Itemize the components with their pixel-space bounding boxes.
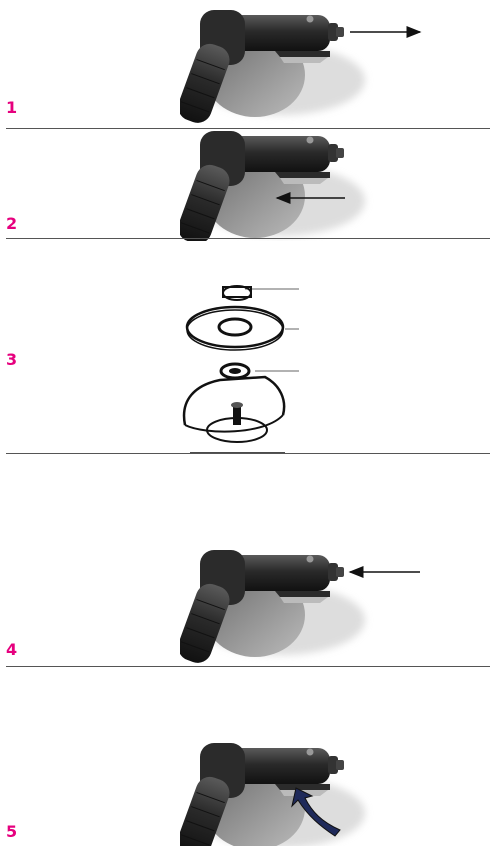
divider-3: [6, 453, 490, 454]
divider-4: [6, 666, 490, 667]
step-number-5: 5: [6, 822, 17, 841]
divider-2: [6, 238, 490, 239]
step-number-1: 1: [6, 98, 17, 117]
step-number-3: 3: [6, 350, 17, 369]
grinder-illustration-5: [180, 738, 430, 846]
step-number-4: 4: [6, 640, 17, 659]
grinder-illustration-2: [180, 126, 430, 241]
grinder-illustration-1: [180, 5, 430, 125]
grinder-illustration-4: [180, 545, 430, 665]
step-number-2: 2: [6, 214, 17, 233]
flange-disc-assembly-illustration: [175, 275, 300, 455]
